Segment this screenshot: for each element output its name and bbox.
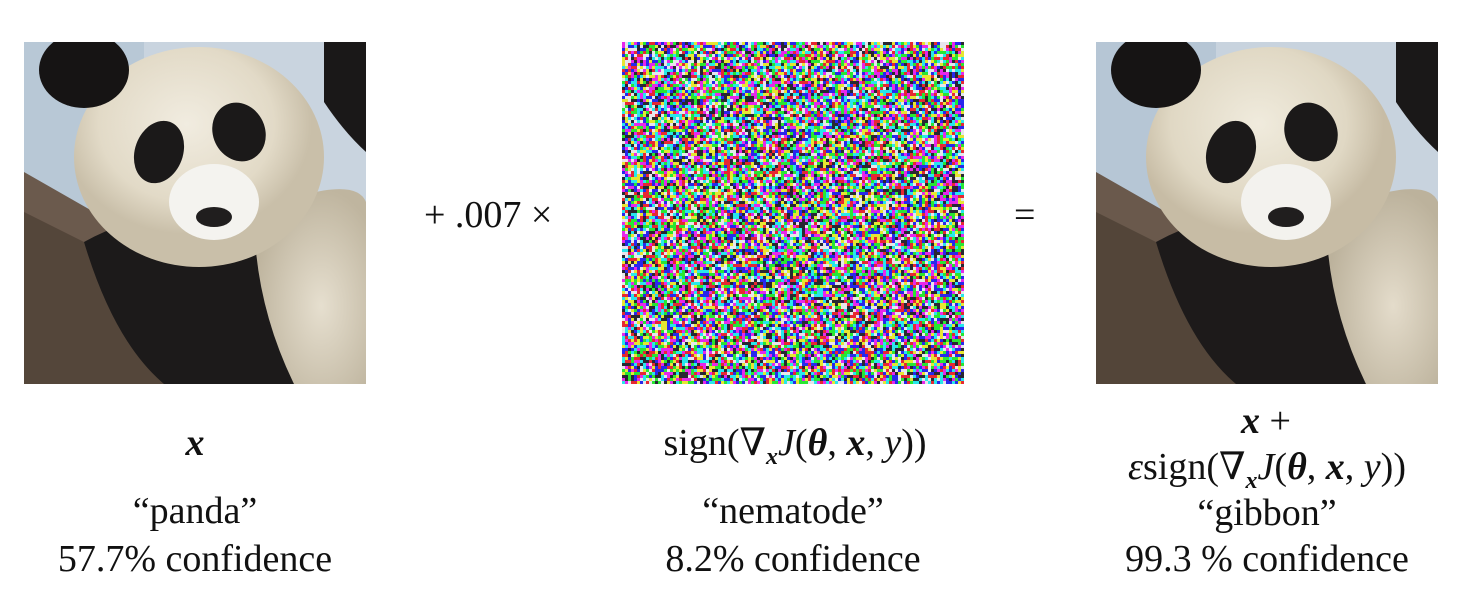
perturbation-noise-icon	[622, 42, 964, 384]
adv-loss-J: J	[1257, 446, 1275, 488]
adv-nabla-symbol: ∇	[1218, 446, 1246, 488]
adv-open-paren: (	[1274, 446, 1288, 488]
adv-x2-symbol: x	[1325, 446, 1345, 488]
formula-x: x	[95, 424, 295, 462]
panda-photo-icon	[24, 42, 366, 384]
formula-adv-line2: εsign(∇xJ(θ, x, y))	[1062, 446, 1472, 493]
adv-x-symbol: x	[1241, 400, 1261, 442]
adv-comma-2: ,	[1344, 446, 1364, 488]
formula-adv-line1: x +	[1166, 402, 1366, 440]
comma-2: ,	[865, 422, 885, 464]
x-symbol: x	[846, 422, 866, 464]
confidence-panda: 57.7% confidence	[57, 538, 333, 580]
equals-operator: =	[1014, 194, 1036, 236]
formula-x-var: x	[185, 422, 205, 464]
adv-plus: +	[1260, 400, 1291, 442]
nabla-subscript: x	[766, 444, 779, 470]
epsilon-symbol: ε	[1128, 446, 1143, 488]
open-paren: (	[794, 422, 808, 464]
plus-coefficient-operator: + .007 ×	[424, 194, 553, 236]
adv-y-symbol: y	[1363, 446, 1381, 488]
loss-J: J	[778, 422, 795, 464]
nabla-symbol: ∇	[739, 422, 767, 464]
confidence-nematode: 8.2% confidence	[665, 538, 921, 580]
formula-gradient-sign: sign(∇xJ(θ, x, y))	[580, 422, 1010, 469]
sign-text: sign(	[663, 422, 740, 464]
comma-1: ,	[827, 422, 847, 464]
adversarial-panda-image	[1096, 42, 1438, 384]
class-label-gibbon: “gibbon”	[1197, 492, 1337, 534]
adv-nabla-subscript: x	[1245, 468, 1258, 494]
theta-symbol: θ	[807, 422, 828, 464]
adv-close-parens: ))	[1380, 446, 1406, 488]
noise-image	[622, 42, 964, 384]
class-label-nematode: “nematode”	[702, 490, 884, 532]
panda-photo-adversarial-icon	[1096, 42, 1438, 384]
close-parens: ))	[901, 422, 927, 464]
class-label-panda: “panda”	[132, 490, 258, 532]
confidence-gibbon: 99.3 % confidence	[1125, 538, 1409, 580]
panda-image	[24, 42, 366, 384]
adv-sign-text: sign(	[1142, 446, 1219, 488]
adv-comma-1: ,	[1306, 446, 1326, 488]
y-symbol: y	[884, 422, 902, 464]
adv-theta-symbol: θ	[1287, 446, 1307, 488]
